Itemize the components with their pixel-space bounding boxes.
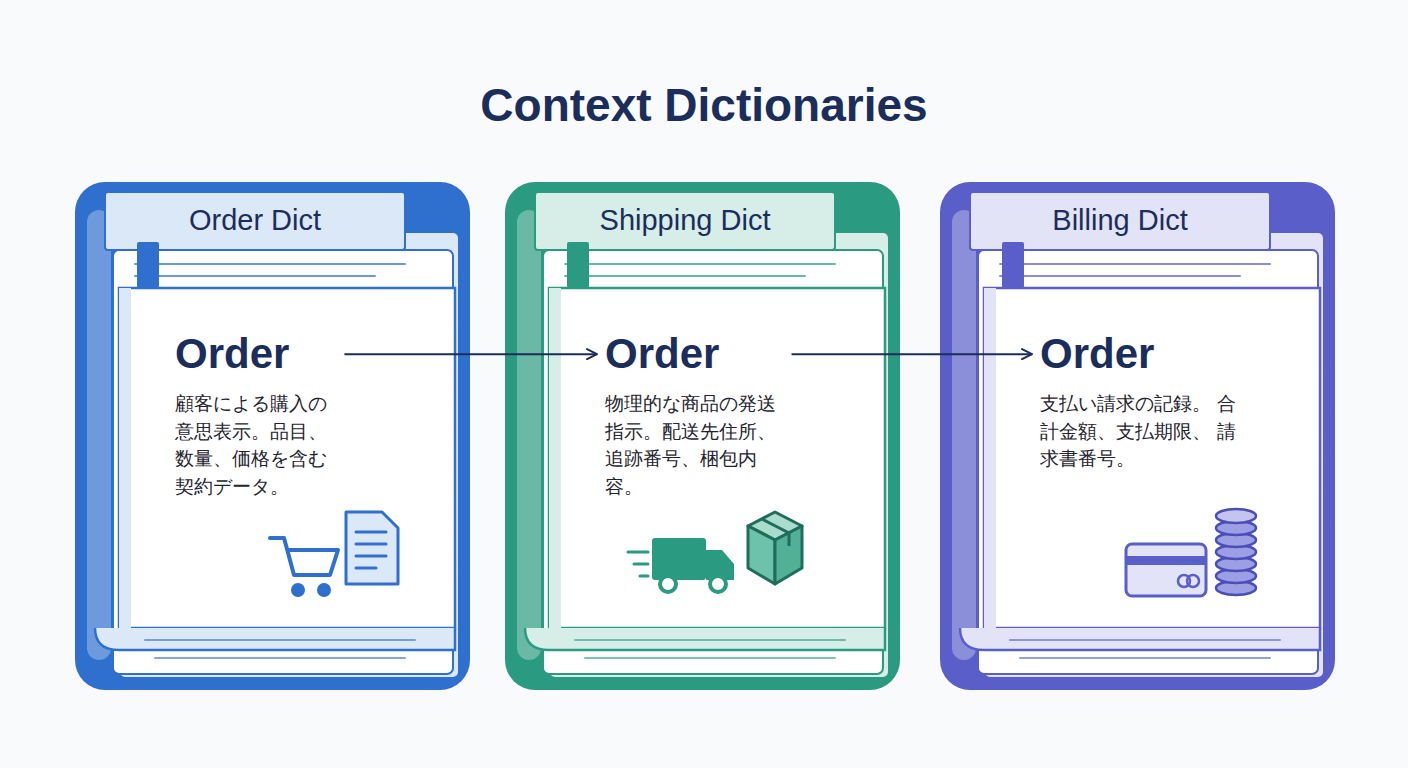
term-description: 顧客による購入の 意思表示。品目、 数量、価格を含む 契約データ。	[175, 390, 338, 500]
credit-card-icon	[1126, 544, 1206, 596]
dictionary-entry: Order 物理的な商品の発送 指示。配送先住所、 追跡番号、梱包内 容。	[605, 330, 786, 500]
term-description: 物理的な商品の発送 指示。配送先住所、 追跡番号、梱包内 容。	[605, 390, 786, 500]
dictionary-name: Shipping Dict	[537, 192, 833, 248]
dictionary-name: Billing Dict	[972, 192, 1268, 248]
dictionary-name: Order Dict	[107, 192, 403, 248]
diagram-title: Context Dictionaries	[0, 78, 1408, 132]
dictionary-entry: Order 支払い請求の記録。 合計金額、支払期限、 請求書番号。	[1040, 330, 1238, 473]
cart-icon	[270, 538, 338, 595]
document-icon	[346, 512, 398, 584]
term-heading: Order	[605, 330, 719, 378]
box-icon	[748, 512, 802, 584]
coins-icon	[1216, 509, 1256, 595]
dictionary-book: Billing DictOrder 支払い請求の記録。 合計金額、支払期限、 請求…	[940, 180, 1335, 690]
term-heading: Order	[175, 330, 289, 378]
arrow-connector	[792, 353, 1033, 355]
dictionary-entry: Order 顧客による購入の 意思表示。品目、 数量、価格を含む 契約データ。	[175, 330, 338, 500]
arrow-connector	[344, 353, 597, 355]
term-heading: Order	[1040, 330, 1154, 378]
dictionary-book: Order DictOrder 顧客による購入の 意思表示。品目、 数量、価格を含…	[75, 180, 470, 690]
term-description: 支払い請求の記録。 合計金額、支払期限、 請求書番号。	[1040, 390, 1238, 473]
truck-icon	[628, 538, 734, 592]
dictionary-book: Shipping DictOrder 物理的な商品の発送 指示。配送先住所、 追跡…	[505, 180, 900, 690]
